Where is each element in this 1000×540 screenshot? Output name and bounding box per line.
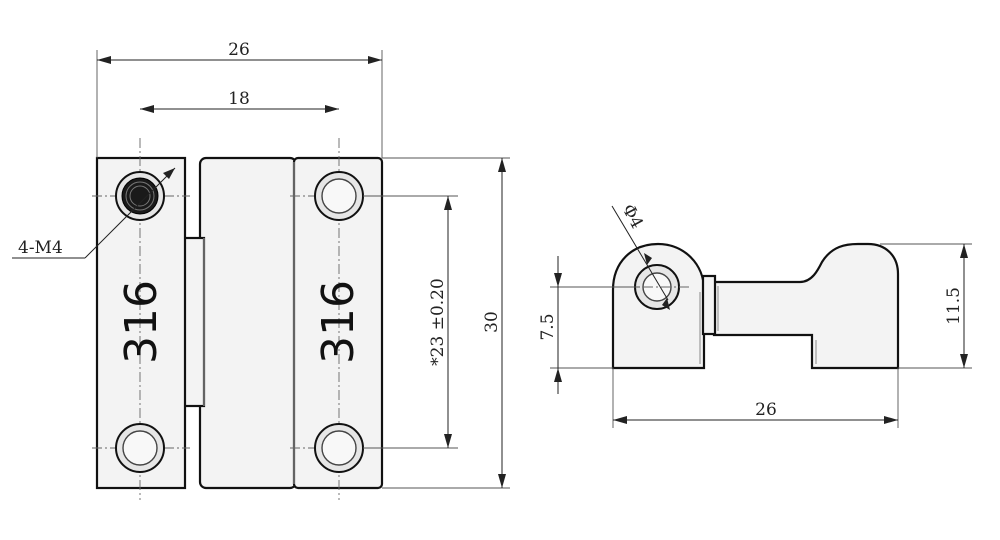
dim-overall-height: 30	[382, 157, 510, 489]
threaded-hole-top-left	[115, 171, 165, 221]
dim-pivot-height: 7.5	[538, 256, 640, 394]
hinge-knuckle	[198, 156, 298, 490]
stamp-right-316: 316	[313, 280, 364, 364]
dim-total-height: 11.5	[880, 243, 972, 369]
dim-hole-spacing-horizontal: 18	[140, 89, 339, 113]
dim-pin-diameter-label: Φ4	[618, 201, 647, 232]
hole-top-right	[314, 171, 364, 221]
dim-overall-width: 26	[96, 40, 383, 158]
dim-overall-length-label: 26	[755, 400, 777, 420]
hole-bottom-right	[314, 423, 364, 473]
side-view: Φ4 7.5 11.5 26	[538, 201, 972, 428]
thread-callout-leader: 4-M4	[12, 167, 176, 259]
dim-overall-length: 26	[612, 368, 899, 428]
front-view: 316 316 26 18 *23 ±0.20	[12, 40, 510, 500]
stamp-left-316: 316	[116, 280, 167, 364]
dim-hole-spacing-horizontal-label: 18	[228, 89, 250, 109]
hinge-arm	[712, 242, 900, 370]
dim-hole-spacing-vertical: *23 ±0.20	[363, 195, 458, 449]
thread-callout-label: 4-M4	[18, 238, 63, 258]
dim-overall-width-label: 26	[228, 40, 250, 60]
dim-total-height-label: 11.5	[944, 287, 964, 325]
knuckle-tab-top	[182, 236, 206, 408]
dim-hole-spacing-vertical-label: *23 ±0.20	[428, 278, 448, 366]
dim-pivot-height-label: 7.5	[538, 313, 558, 340]
hole-bottom-left	[115, 423, 165, 473]
dim-overall-height-label: 30	[482, 311, 502, 333]
